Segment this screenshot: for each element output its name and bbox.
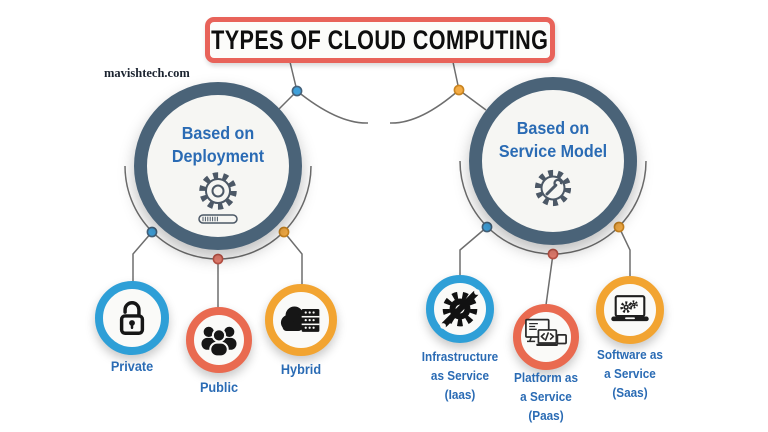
junction-dot-red-left bbox=[212, 253, 224, 265]
service-model-circle: Based on Service Model bbox=[469, 77, 637, 245]
hybrid-circle bbox=[265, 284, 337, 356]
junction-dot-orange-left bbox=[278, 226, 290, 238]
laptop-gear-icon bbox=[611, 294, 649, 321]
junction-dot-orange-right bbox=[613, 221, 625, 233]
deployment-label: Based on Deployment bbox=[171, 123, 265, 166]
iaas-label: Infrastructure as Service (Iaas) bbox=[421, 350, 499, 402]
saas-circle bbox=[596, 276, 664, 344]
open-lock-icon bbox=[119, 301, 145, 335]
deployment-circle: Based on Deployment bbox=[134, 82, 302, 250]
saas-label: Software as a Service (Saas) bbox=[597, 348, 663, 400]
cloud-server-icon bbox=[280, 306, 320, 332]
gear-icon bbox=[199, 172, 237, 210]
paas-label: Platform as a Service (Paas) bbox=[513, 371, 579, 423]
people-group-icon bbox=[201, 326, 237, 357]
title-box: TYPES OF CLOUD COMPUTING bbox=[205, 17, 555, 63]
page-title: TYPES OF CLOUD COMPUTING bbox=[211, 24, 549, 55]
public-label: Public bbox=[199, 380, 239, 395]
service-model-label: Based on Service Model bbox=[498, 118, 608, 161]
loading-bar-icon bbox=[198, 214, 238, 224]
gear-tools-icon bbox=[440, 289, 480, 329]
junction-dot-blue-top bbox=[291, 85, 303, 97]
iaas-circle bbox=[426, 275, 494, 343]
junction-dot-red-right bbox=[547, 248, 559, 260]
junction-dot-blue-right bbox=[481, 221, 493, 233]
private-circle bbox=[95, 281, 169, 355]
public-circle bbox=[186, 307, 252, 373]
junction-dot-blue-left bbox=[146, 226, 158, 238]
watermark: mavishtech.com bbox=[104, 66, 190, 80]
paas-circle bbox=[513, 304, 579, 370]
private-label: Private bbox=[110, 359, 154, 374]
gear-wrench-icon bbox=[534, 169, 572, 207]
hybrid-label: Hybrid bbox=[280, 362, 322, 377]
junction-dot-orange-top bbox=[453, 84, 465, 96]
devices-code-icon bbox=[525, 318, 567, 347]
